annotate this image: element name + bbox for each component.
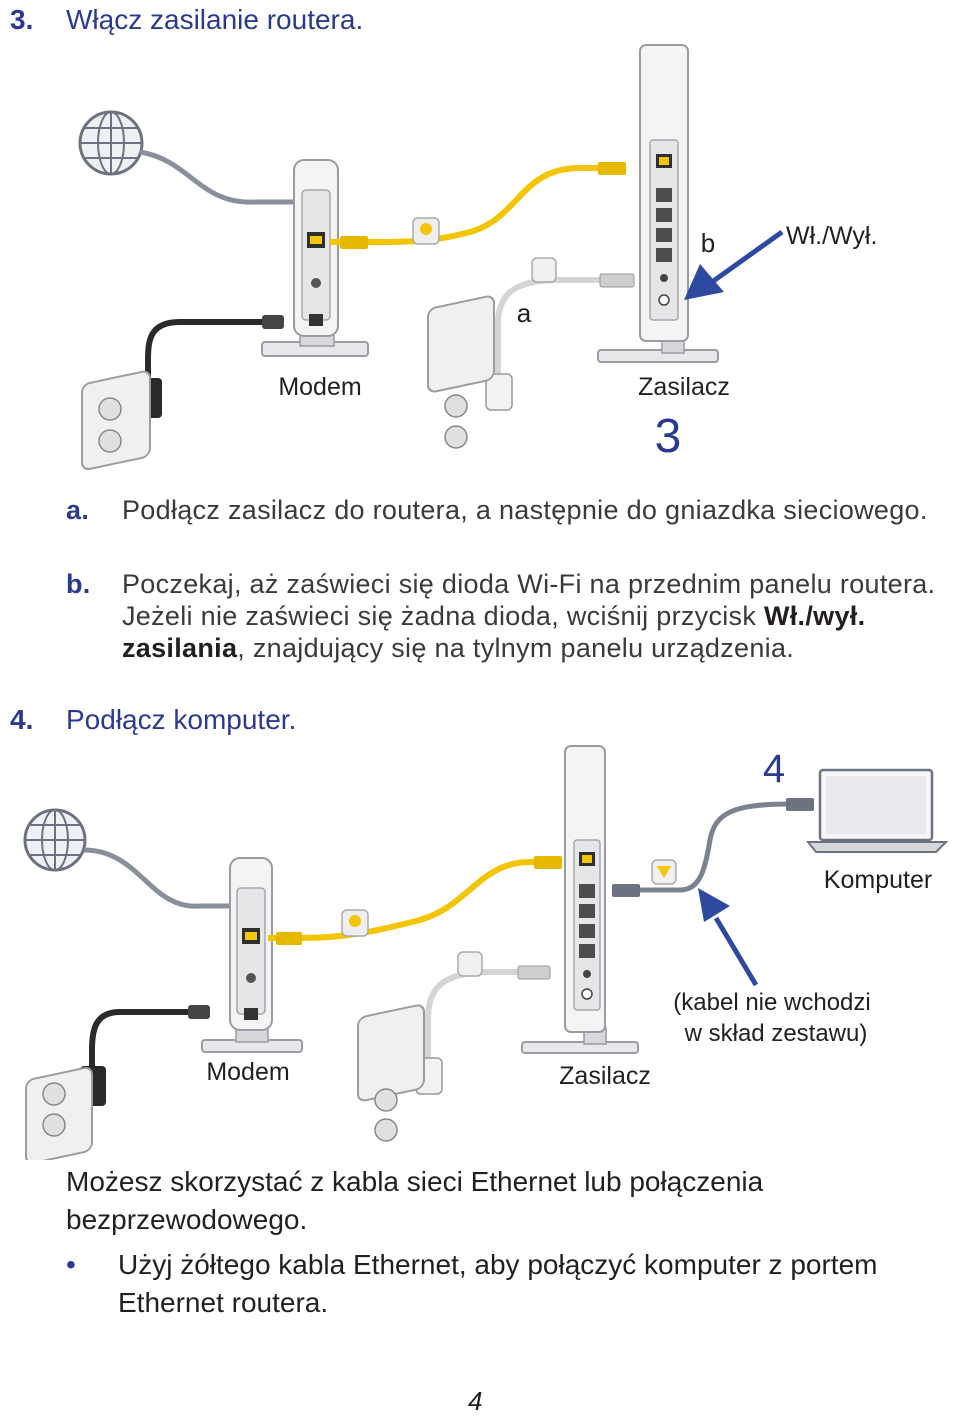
label-power-button: Wł./Wył.	[786, 222, 877, 250]
internet-cable	[83, 847, 258, 909]
power-button-name: Wł./wył. zasilania	[122, 601, 866, 663]
item-marker: b.	[66, 569, 91, 599]
wall-outlet-icon	[427, 295, 495, 449]
ethernet-plug	[340, 236, 368, 249]
cable-clip	[651, 859, 677, 885]
step3-number: 3.	[10, 4, 34, 35]
wall-outlet-icon	[81, 370, 151, 471]
cable-clip	[412, 217, 440, 245]
modem-power-plug	[188, 1005, 210, 1019]
cable-clip	[341, 909, 369, 937]
wall-outlet-icon	[357, 1004, 425, 1142]
step4-title: Podłącz komputer.	[66, 704, 297, 735]
ethernet-plug	[598, 162, 626, 175]
step3-item-b: b. Poczekaj, aż zaświeci się dioda Wi-Fi…	[66, 568, 946, 664]
item-text-part: , znajdujący się na tylnym panelu urządz…	[237, 633, 795, 663]
power-button-arrow	[684, 229, 784, 300]
bullet-text: Użyj żółtego kabla Ethernet, aby połączy…	[118, 1249, 878, 1318]
wall-outlet-icon	[25, 1066, 93, 1160]
bullet-marker: •	[66, 1249, 76, 1280]
step3-items: a. Podłącz zasilacz do routera, a następ…	[66, 494, 946, 714]
internet-globe-icon	[78, 110, 144, 176]
ethernet-port-arrow	[698, 888, 759, 987]
page-number: 4	[468, 1386, 483, 1416]
label-cable-note: (kabel nie wchodzi	[673, 989, 870, 1016]
label-computer: Komputer	[824, 866, 932, 894]
label-step-a: a	[517, 298, 532, 328]
bullet-item: • Użyj żółtego kabla Ethernet, aby połąc…	[66, 1246, 946, 1322]
router-power-cable	[425, 969, 548, 1062]
ethernet-plug	[612, 884, 640, 897]
cable-clip	[457, 951, 483, 977]
step3-heading: 3. Włącz zasilanie routera.	[10, 4, 363, 36]
router-device	[597, 44, 719, 363]
router-power-cable	[495, 277, 600, 378]
item-text: Podłącz zasilacz do routera, a następnie…	[122, 495, 928, 525]
internet-cable	[139, 149, 318, 205]
router-power-plug	[599, 273, 635, 288]
ethernet-cable-yellow	[330, 165, 625, 245]
modem-power-cable	[145, 319, 262, 385]
figure-number: 3	[655, 410, 682, 463]
label-modem: Modem	[278, 373, 361, 401]
modem-power-plug	[262, 315, 284, 329]
figure-router-power: Modem a b Wł./Wył. Zasilacz 3	[78, 44, 877, 471]
body-paragraph: Możesz skorzystać z kabla sieci Ethernet…	[66, 1166, 764, 1235]
figure-number: 4	[763, 747, 785, 791]
step3-item-a: a. Podłącz zasilacz do routera, a następ…	[66, 494, 946, 526]
item-text: Poczekaj, aż zaświeci się dioda Wi-Fi na…	[122, 568, 942, 664]
step4-number: 4.	[10, 704, 34, 735]
figure-connect-computer: 4 Komputer (kabel nie wchodzi w skład ze…	[23, 745, 949, 1160]
modem-device	[201, 857, 303, 1053]
router-power-adapter	[485, 373, 513, 411]
modem-power-cable	[89, 1009, 200, 1072]
router-device	[521, 745, 639, 1054]
internet-globe-icon	[23, 808, 87, 872]
item-marker: a.	[66, 495, 90, 525]
label-modem: Modem	[206, 1058, 289, 1086]
step4-heading: 4. Podłącz komputer.	[10, 704, 296, 736]
ethernet-cable-computer	[612, 801, 791, 893]
ethernet-plug	[276, 932, 302, 945]
item-text-part: Poczekaj, aż zaświeci się dioda Wi-Fi na…	[122, 569, 936, 631]
label-step-b: b	[701, 228, 715, 258]
label-cable-note: w skład zestawu)	[684, 1020, 868, 1047]
laptop-icon	[805, 768, 949, 853]
ethernet-cable-yellow	[268, 859, 560, 941]
ethernet-plug	[786, 798, 814, 811]
router-power-plug	[517, 965, 551, 980]
step3-title: Włącz zasilanie routera.	[66, 4, 364, 35]
cable-clip	[531, 257, 557, 283]
label-power-adapter: Zasilacz	[559, 1062, 651, 1090]
ethernet-plug	[534, 856, 562, 869]
label-power-adapter: Zasilacz	[638, 373, 730, 401]
modem-device	[261, 159, 369, 357]
